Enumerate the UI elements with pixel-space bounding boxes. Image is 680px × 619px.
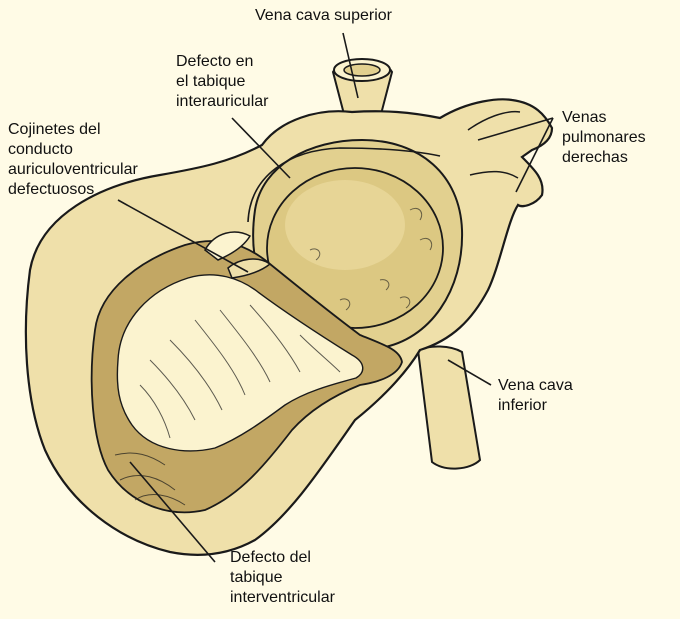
label-defecto-tabique-interventricular: Defecto del tabique interventricular [230,548,335,608]
label-venas-pulmonares: Venas pulmonares derechas [562,108,646,168]
label-defecto-tabique-interauricular: Defecto en el tabique interauricular [176,52,268,112]
label-cojinetes: Cojinetes del conducto auriculoventricul… [8,120,138,200]
label-vena-cava-superior: Vena cava superior [255,6,392,26]
inferior-vena-cava [418,346,480,468]
label-vena-cava-inferior: Vena cava inferior [498,376,573,416]
